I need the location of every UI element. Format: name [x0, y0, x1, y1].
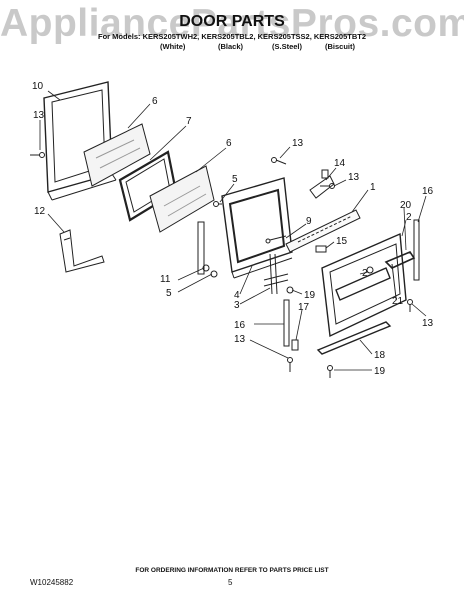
callout-3: 3 — [234, 300, 240, 311]
part-hinge-left — [197, 221, 218, 278]
part-hinge-assembly — [263, 253, 294, 295]
watermark: AppliancePartsPros.com — [0, 2, 464, 45]
page-number: 5 — [228, 578, 233, 587]
callout-13: 13 — [348, 172, 360, 183]
variant-stainless: (S.Steel) — [272, 42, 303, 51]
part-outer-door-panel — [321, 232, 407, 338]
callout-13: 13 — [33, 110, 45, 121]
callout-12: 12 — [34, 206, 46, 217]
page-title: DOOR PARTS — [179, 13, 285, 30]
part-glass-top — [83, 123, 151, 187]
callout-2: 2 — [406, 212, 412, 223]
part-rod — [265, 235, 287, 244]
part-side-trim-left — [283, 299, 290, 347]
callout-6: 6 — [226, 138, 232, 149]
callout-5: 5 — [166, 288, 172, 299]
callout-7: 7 — [186, 116, 192, 127]
callout-14: 14 — [334, 158, 346, 169]
callout-6: 6 — [152, 96, 158, 107]
part-spacer — [291, 339, 299, 351]
callout-15: 15 — [336, 236, 348, 247]
part-glass-lower — [149, 165, 215, 233]
leader-lines — [39, 90, 427, 371]
variant-biscuit: (Biscuit) — [325, 42, 355, 51]
callout-9: 9 — [306, 216, 312, 227]
callout-labels: 10 13 6 7 6 13 14 13 5 1 16 12 9 20 2 15… — [32, 81, 434, 377]
document-number: W10245882 — [30, 578, 74, 587]
part-inner-door-frame — [43, 81, 117, 201]
callout-19: 19 — [374, 366, 386, 377]
ordering-info: FOR ORDERING INFORMATION REFER TO PARTS … — [135, 567, 329, 574]
callout-11: 11 — [160, 274, 171, 285]
part-clip — [315, 245, 327, 253]
variant-row: (White) (Black) (S.Steel) (Biscuit) — [0, 42, 464, 54]
callout-20: 20 — [400, 200, 412, 211]
part-vent-channel — [285, 209, 361, 253]
part-end-cap — [391, 263, 397, 299]
callout-18: 18 — [374, 350, 386, 361]
part-bottom-trim — [316, 321, 392, 355]
callout-4: 4 — [234, 290, 240, 301]
part-side-trim-right — [413, 219, 420, 281]
variant-white: (White) — [160, 42, 186, 51]
callout-19: 19 — [304, 290, 316, 301]
callout-13: 13 — [292, 138, 304, 149]
part-inner-door-panel — [221, 177, 293, 279]
part-handle — [384, 251, 416, 269]
part-screws — [30, 152, 413, 378]
models-line: For Models: KERS205TWH2, KERS205TBL2, KE… — [98, 32, 366, 41]
callout-10: 10 — [32, 81, 44, 92]
callout-16: 16 — [234, 320, 246, 331]
part-bracket — [309, 169, 335, 199]
callout-13: 13 — [422, 318, 434, 329]
callout-16: 16 — [422, 186, 434, 197]
callout-17: 17 — [298, 302, 310, 313]
callout-2: 2 — [362, 268, 368, 279]
callout-5: 5 — [232, 174, 238, 185]
callout-13: 13 — [234, 334, 246, 345]
callout-1: 1 — [370, 182, 376, 193]
part-insulation — [59, 229, 105, 273]
callout-21: 21 — [392, 296, 404, 307]
variant-black: (Black) — [218, 42, 244, 51]
